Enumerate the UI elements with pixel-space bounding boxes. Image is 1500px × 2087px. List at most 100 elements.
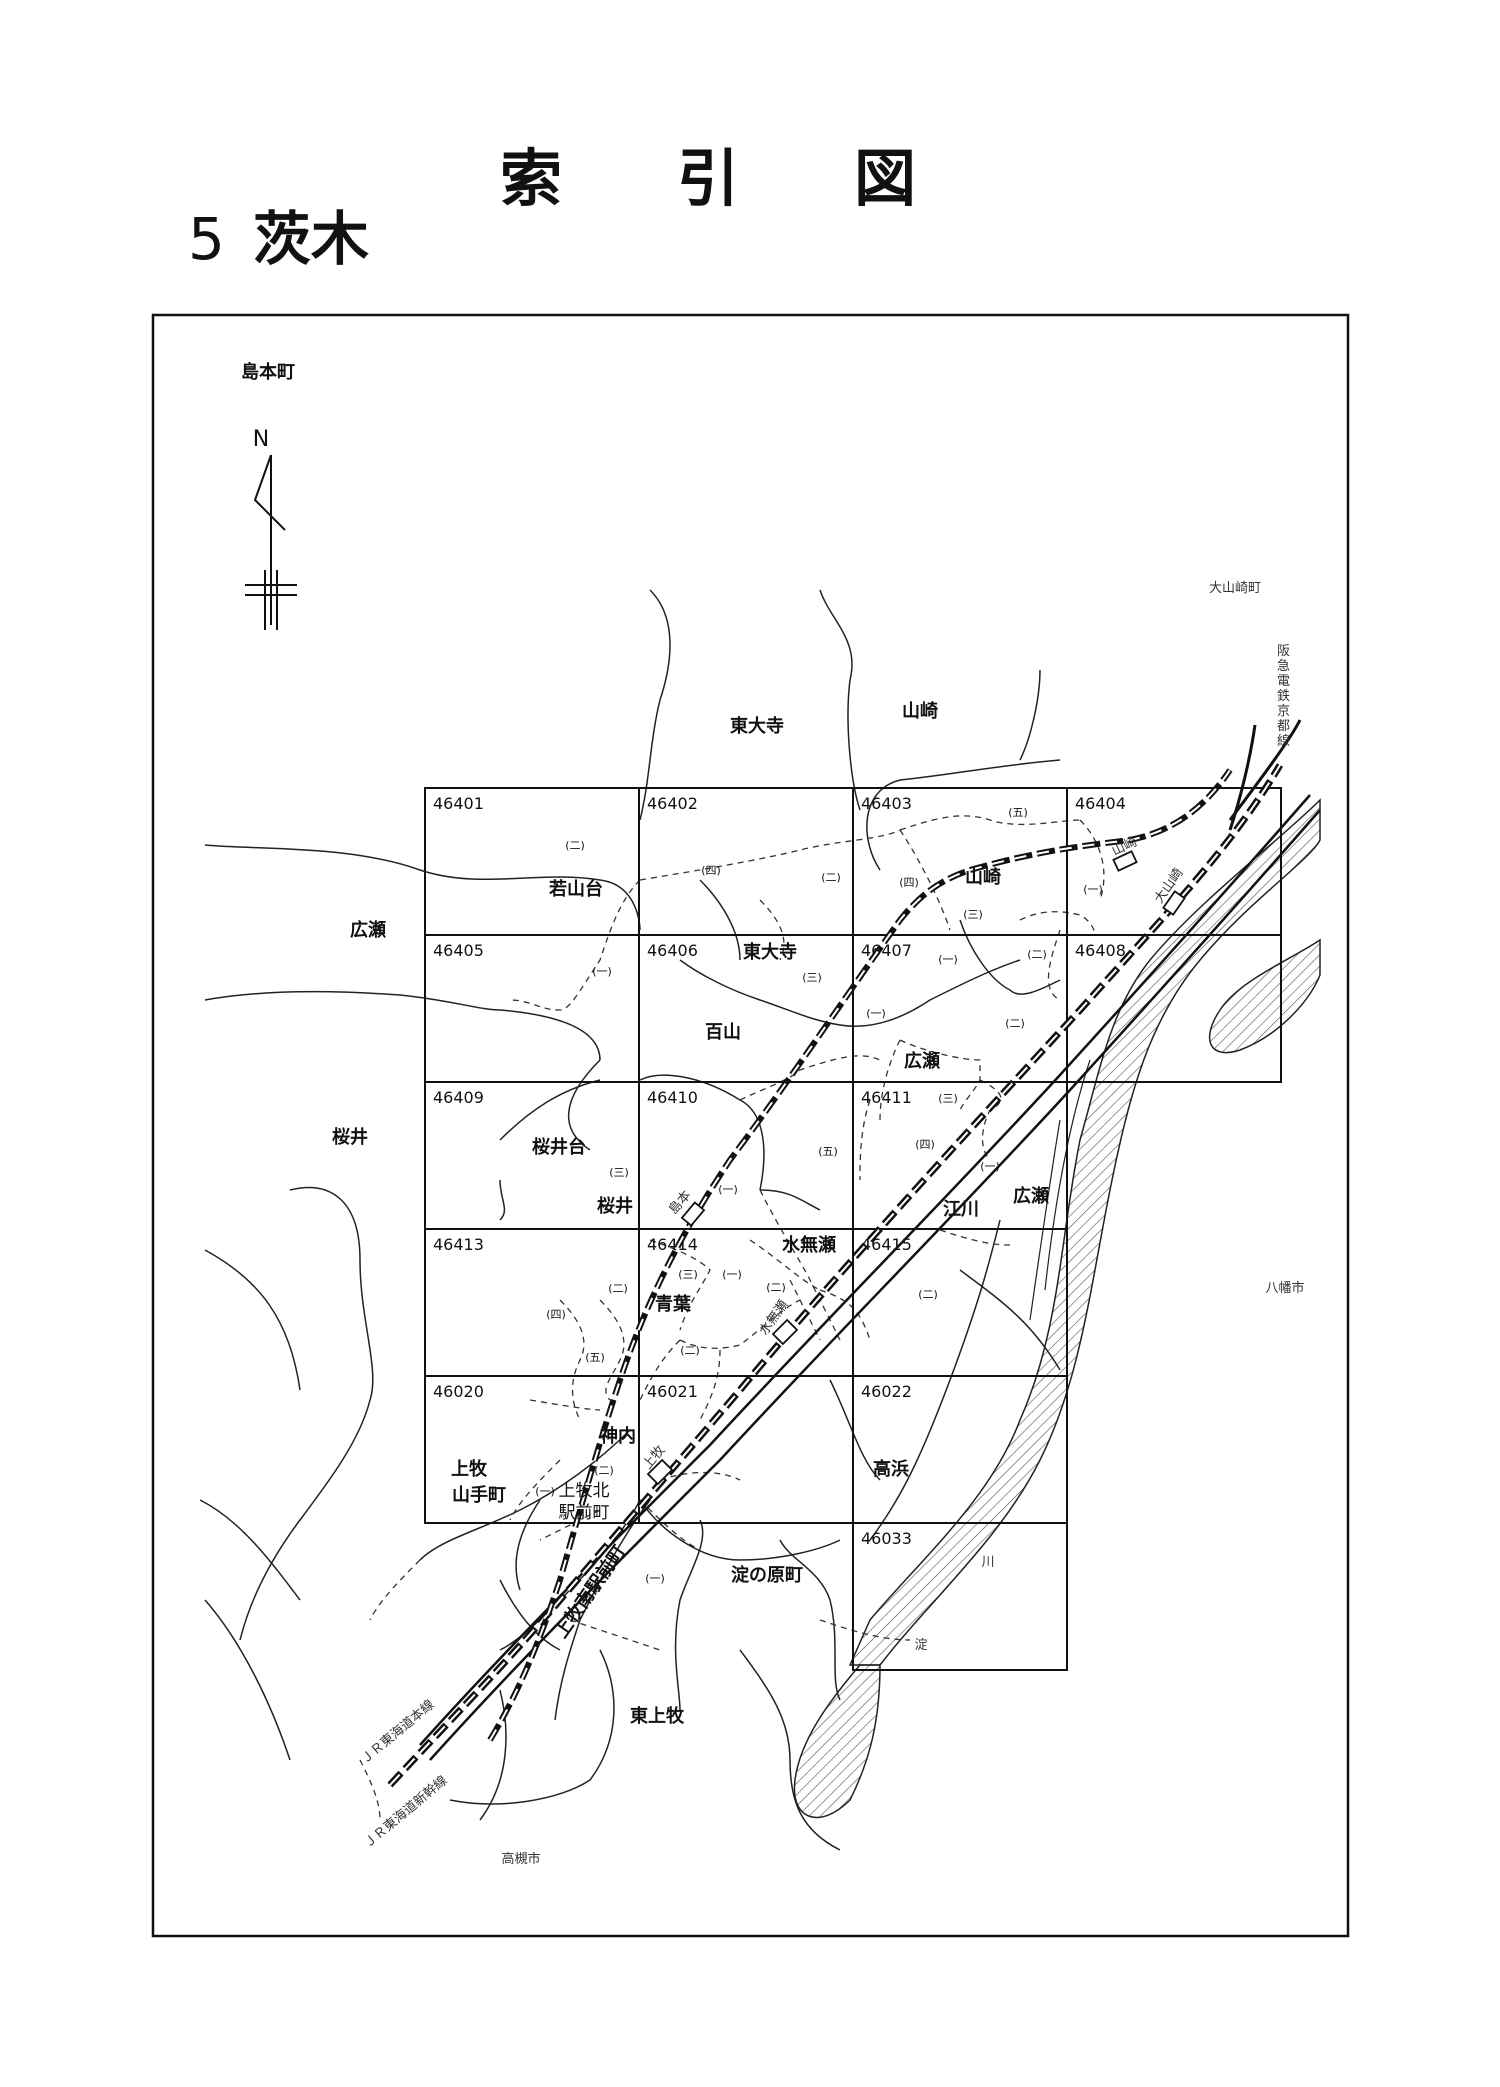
section-number: 5 — [188, 205, 225, 273]
town-label: 東上牧 — [630, 1705, 685, 1727]
sheet-number: 46022 — [861, 1382, 912, 1401]
section-heading: 5 茨木 — [188, 192, 369, 276]
town-label: 山崎 — [965, 866, 1001, 888]
district-label: (四) — [546, 1308, 566, 1321]
district-label: (五) — [1008, 806, 1028, 819]
neighbor-yawata: 八幡市 — [1265, 1280, 1304, 1296]
section-name: 茨木 — [252, 205, 369, 273]
region-label: 島本町 — [241, 361, 295, 383]
map-labels: 島本町東大寺山崎若山台広瀬東大寺百山山崎広瀬桜井桜井台桜井江川広瀬水無瀬青葉神内… — [241, 361, 1305, 1867]
district-label: (二) — [565, 839, 585, 852]
town-label: 広瀬 — [1013, 1185, 1049, 1207]
sheet-number: 46413 — [433, 1235, 484, 1254]
town-label: 高浜 — [873, 1458, 909, 1480]
railway-label-shinkansen: ＪＲ東海道新幹線 — [360, 1772, 450, 1851]
district-label: (二) — [680, 1344, 700, 1357]
hankyu-kyoto-line — [487, 724, 1257, 1742]
sheet-number: 46414 — [647, 1235, 698, 1254]
map-frame — [151, 313, 1350, 1938]
town-label: 淀の原町 — [731, 1564, 803, 1586]
district-label: (四) — [899, 876, 919, 889]
sheet-number: 46409 — [433, 1088, 484, 1107]
town-label: 水無瀬 — [782, 1234, 836, 1256]
river-label-kawa: 川 — [981, 1555, 994, 1570]
district-label: (二) — [1027, 948, 1047, 961]
sheet-number: 46033 — [861, 1529, 912, 1548]
sheet-number: 46401 — [433, 794, 484, 813]
sheet-number: 46021 — [647, 1382, 698, 1401]
title-char-1: 索 — [500, 142, 563, 215]
town-label: 若山台 — [548, 878, 603, 900]
district-label: (二) — [1005, 1017, 1025, 1030]
town-label: 駅前町 — [559, 1503, 610, 1523]
district-label: (一) — [938, 953, 958, 966]
title-char-2: 引 — [677, 142, 740, 215]
station-yamazaki — [1112, 850, 1138, 872]
town-label: 上牧北 — [559, 1481, 610, 1501]
district-boundaries — [359, 815, 1105, 1821]
north-label: N — [253, 427, 269, 452]
stations — [646, 850, 1186, 1486]
sheet-number: 46411 — [861, 1088, 912, 1107]
sheet-number: 46408 — [1075, 941, 1126, 960]
neighbor-takatsuki: 高槻市 — [501, 1851, 540, 1867]
river-label-yodo: 淀 — [914, 1638, 927, 1653]
district-label: (三) — [963, 908, 983, 921]
sheet-number: 46405 — [433, 941, 484, 960]
sheet-cell — [1066, 934, 1282, 1083]
town-label: 広瀬 — [350, 919, 386, 941]
sheet-number: 46406 — [647, 941, 698, 960]
district-label: (二) — [821, 871, 841, 884]
north-arrow: N — [245, 427, 297, 630]
district-label: (一) — [722, 1268, 742, 1281]
sheet-number: 46402 — [647, 794, 698, 813]
town-label: 桜井台 — [532, 1136, 586, 1158]
town-label: 桜井 — [332, 1126, 368, 1148]
town-label: 山手町 — [452, 1484, 506, 1506]
town-label: 上牧南駅前町 — [550, 1541, 630, 1642]
sheet-cell — [852, 1522, 1068, 1671]
boundaries — [199, 589, 1061, 1851]
station-kammaki — [646, 1458, 674, 1486]
title-char-3: 図 — [854, 142, 917, 215]
sheet-number: 46410 — [647, 1088, 698, 1107]
district-label: (二) — [766, 1281, 786, 1294]
district-label: (三) — [802, 971, 822, 984]
district-label: (四) — [701, 864, 721, 877]
sheet-number: 46020 — [433, 1382, 484, 1401]
district-label: (一) — [718, 1183, 738, 1196]
district-label: (三) — [678, 1268, 698, 1281]
district-label: (五) — [585, 1351, 605, 1364]
railway-label-jr: ＪＲ東海道本線 — [357, 1697, 437, 1768]
town-label: 青葉 — [655, 1294, 692, 1315]
town-label: 神内 — [600, 1425, 636, 1447]
town-label: 広瀬 — [904, 1050, 940, 1072]
town-label: 東大寺 — [743, 941, 797, 963]
district-label: (一) — [1083, 883, 1103, 896]
station-oyamazaki — [1162, 890, 1186, 916]
yodo-river — [793, 798, 1321, 1819]
town-label: 山崎 — [902, 700, 938, 722]
town-label: 百山 — [705, 1022, 741, 1043]
district-label: (一) — [980, 1160, 1000, 1173]
district-label: (三) — [609, 1166, 629, 1179]
town-label: 東大寺 — [730, 715, 784, 737]
district-label: (四) — [915, 1138, 935, 1151]
sheet-number: 46404 — [1075, 794, 1126, 813]
station-shimamoto — [680, 1201, 706, 1227]
district-label: (二) — [594, 1464, 614, 1477]
district-label: (二) — [608, 1282, 628, 1295]
railway-spur — [1228, 719, 1302, 821]
district-label: (二) — [918, 1288, 938, 1301]
district-label: (一) — [645, 1572, 665, 1585]
railway-label-hankyu: 阪急電鉄京都線 — [1277, 644, 1290, 749]
station-minase — [771, 1318, 799, 1346]
district-label: (一) — [592, 965, 612, 978]
town-label: 上牧 — [451, 1458, 488, 1480]
district-label: (一) — [866, 1007, 886, 1020]
sheet-number: 46403 — [861, 794, 912, 813]
district-label: (三) — [938, 1092, 958, 1105]
shinkansen-line — [419, 794, 1321, 1761]
page-title: 索引図 — [500, 128, 916, 218]
